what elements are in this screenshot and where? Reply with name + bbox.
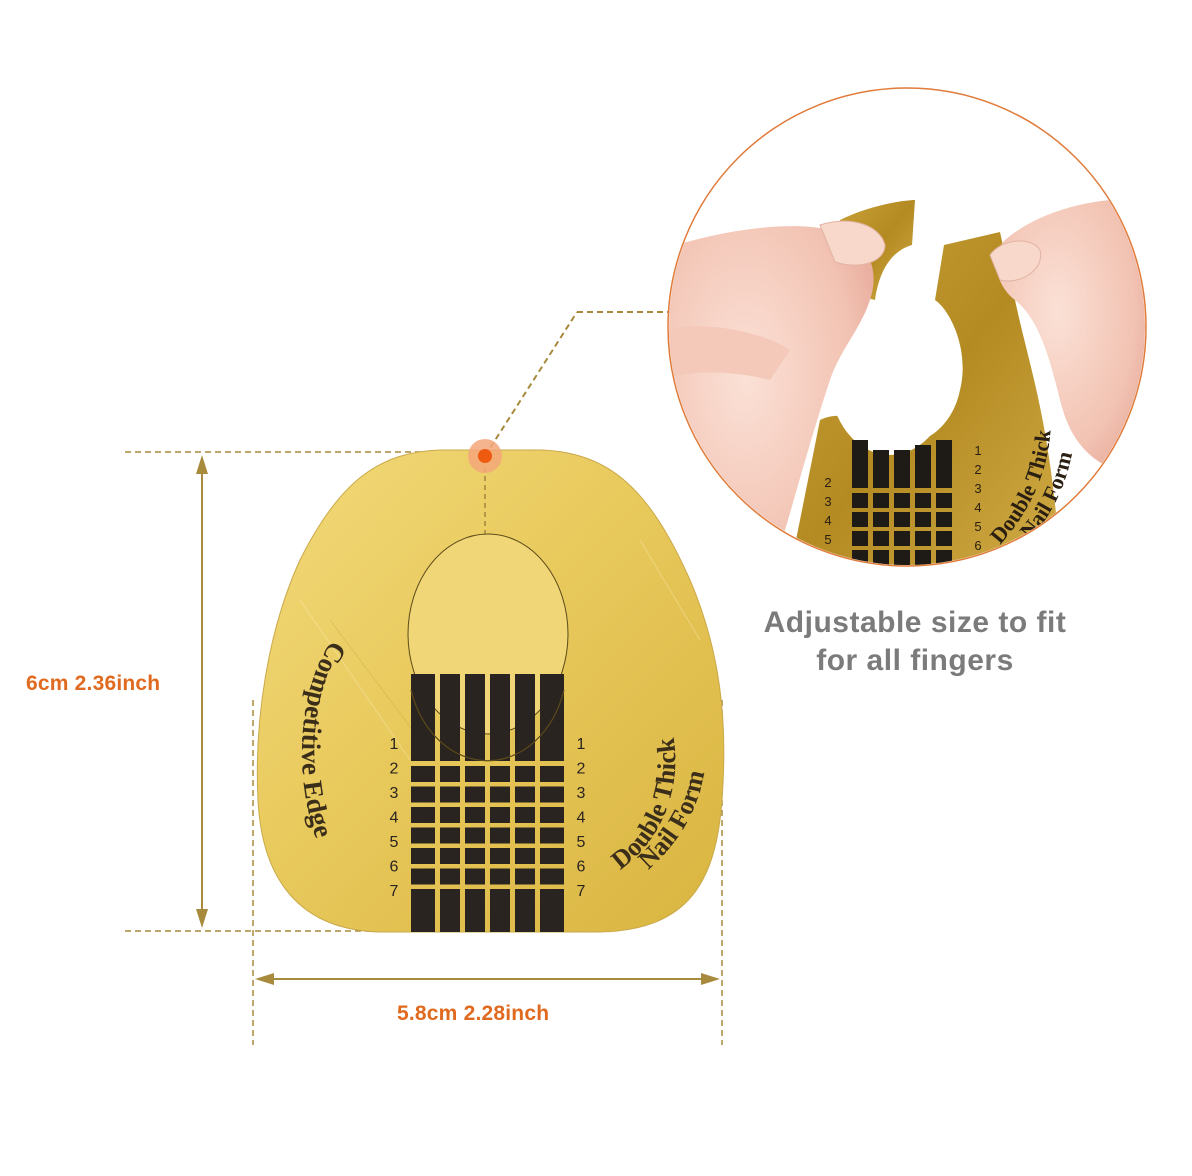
svg-text:7: 7 xyxy=(390,883,399,900)
svg-text:4: 4 xyxy=(390,810,399,827)
svg-text:5: 5 xyxy=(577,834,586,851)
svg-text:1: 1 xyxy=(974,443,981,458)
grid-scale xyxy=(411,674,564,932)
svg-text:3: 3 xyxy=(824,494,831,509)
scale-numbers-left: 1 2 3 4 5 6 7 xyxy=(390,736,399,900)
svg-text:4: 4 xyxy=(577,810,586,827)
svg-text:1: 1 xyxy=(390,736,399,753)
svg-text:5: 5 xyxy=(824,532,831,547)
svg-text:2: 2 xyxy=(974,462,981,477)
height-label: 6cm 2.36inch xyxy=(26,672,161,695)
arrow-up-icon xyxy=(196,455,208,474)
svg-text:2: 2 xyxy=(824,475,831,490)
svg-text:4: 4 xyxy=(824,513,831,528)
caption-line-2: for all fingers xyxy=(816,644,1014,677)
arrow-right-icon xyxy=(701,973,720,985)
callout-marker xyxy=(468,311,668,473)
svg-text:3: 3 xyxy=(390,785,399,802)
svg-text:2: 2 xyxy=(577,761,586,778)
scale-numbers-right: 1 2 3 4 5 6 7 xyxy=(577,736,586,900)
svg-text:6: 6 xyxy=(577,859,586,876)
arrow-down-icon xyxy=(196,909,208,928)
svg-text:5: 5 xyxy=(390,834,399,851)
svg-text:5: 5 xyxy=(974,519,981,534)
caption-line-1: Adjustable size to fit xyxy=(763,606,1067,639)
svg-text:4: 4 xyxy=(974,500,981,515)
svg-text:2: 2 xyxy=(390,761,399,778)
svg-text:1: 1 xyxy=(577,736,586,753)
width-label: 5.8cm 2.28inch xyxy=(397,1002,550,1025)
svg-text:3: 3 xyxy=(974,481,981,496)
arrow-left-icon xyxy=(255,973,274,985)
svg-text:3: 3 xyxy=(577,785,586,802)
feature-caption: Adjustable size to fit for all fingers xyxy=(720,604,1110,680)
svg-text:6: 6 xyxy=(390,859,399,876)
svg-text:6: 6 xyxy=(974,538,981,553)
width-dimension xyxy=(252,700,723,1045)
svg-text:7: 7 xyxy=(577,883,586,900)
